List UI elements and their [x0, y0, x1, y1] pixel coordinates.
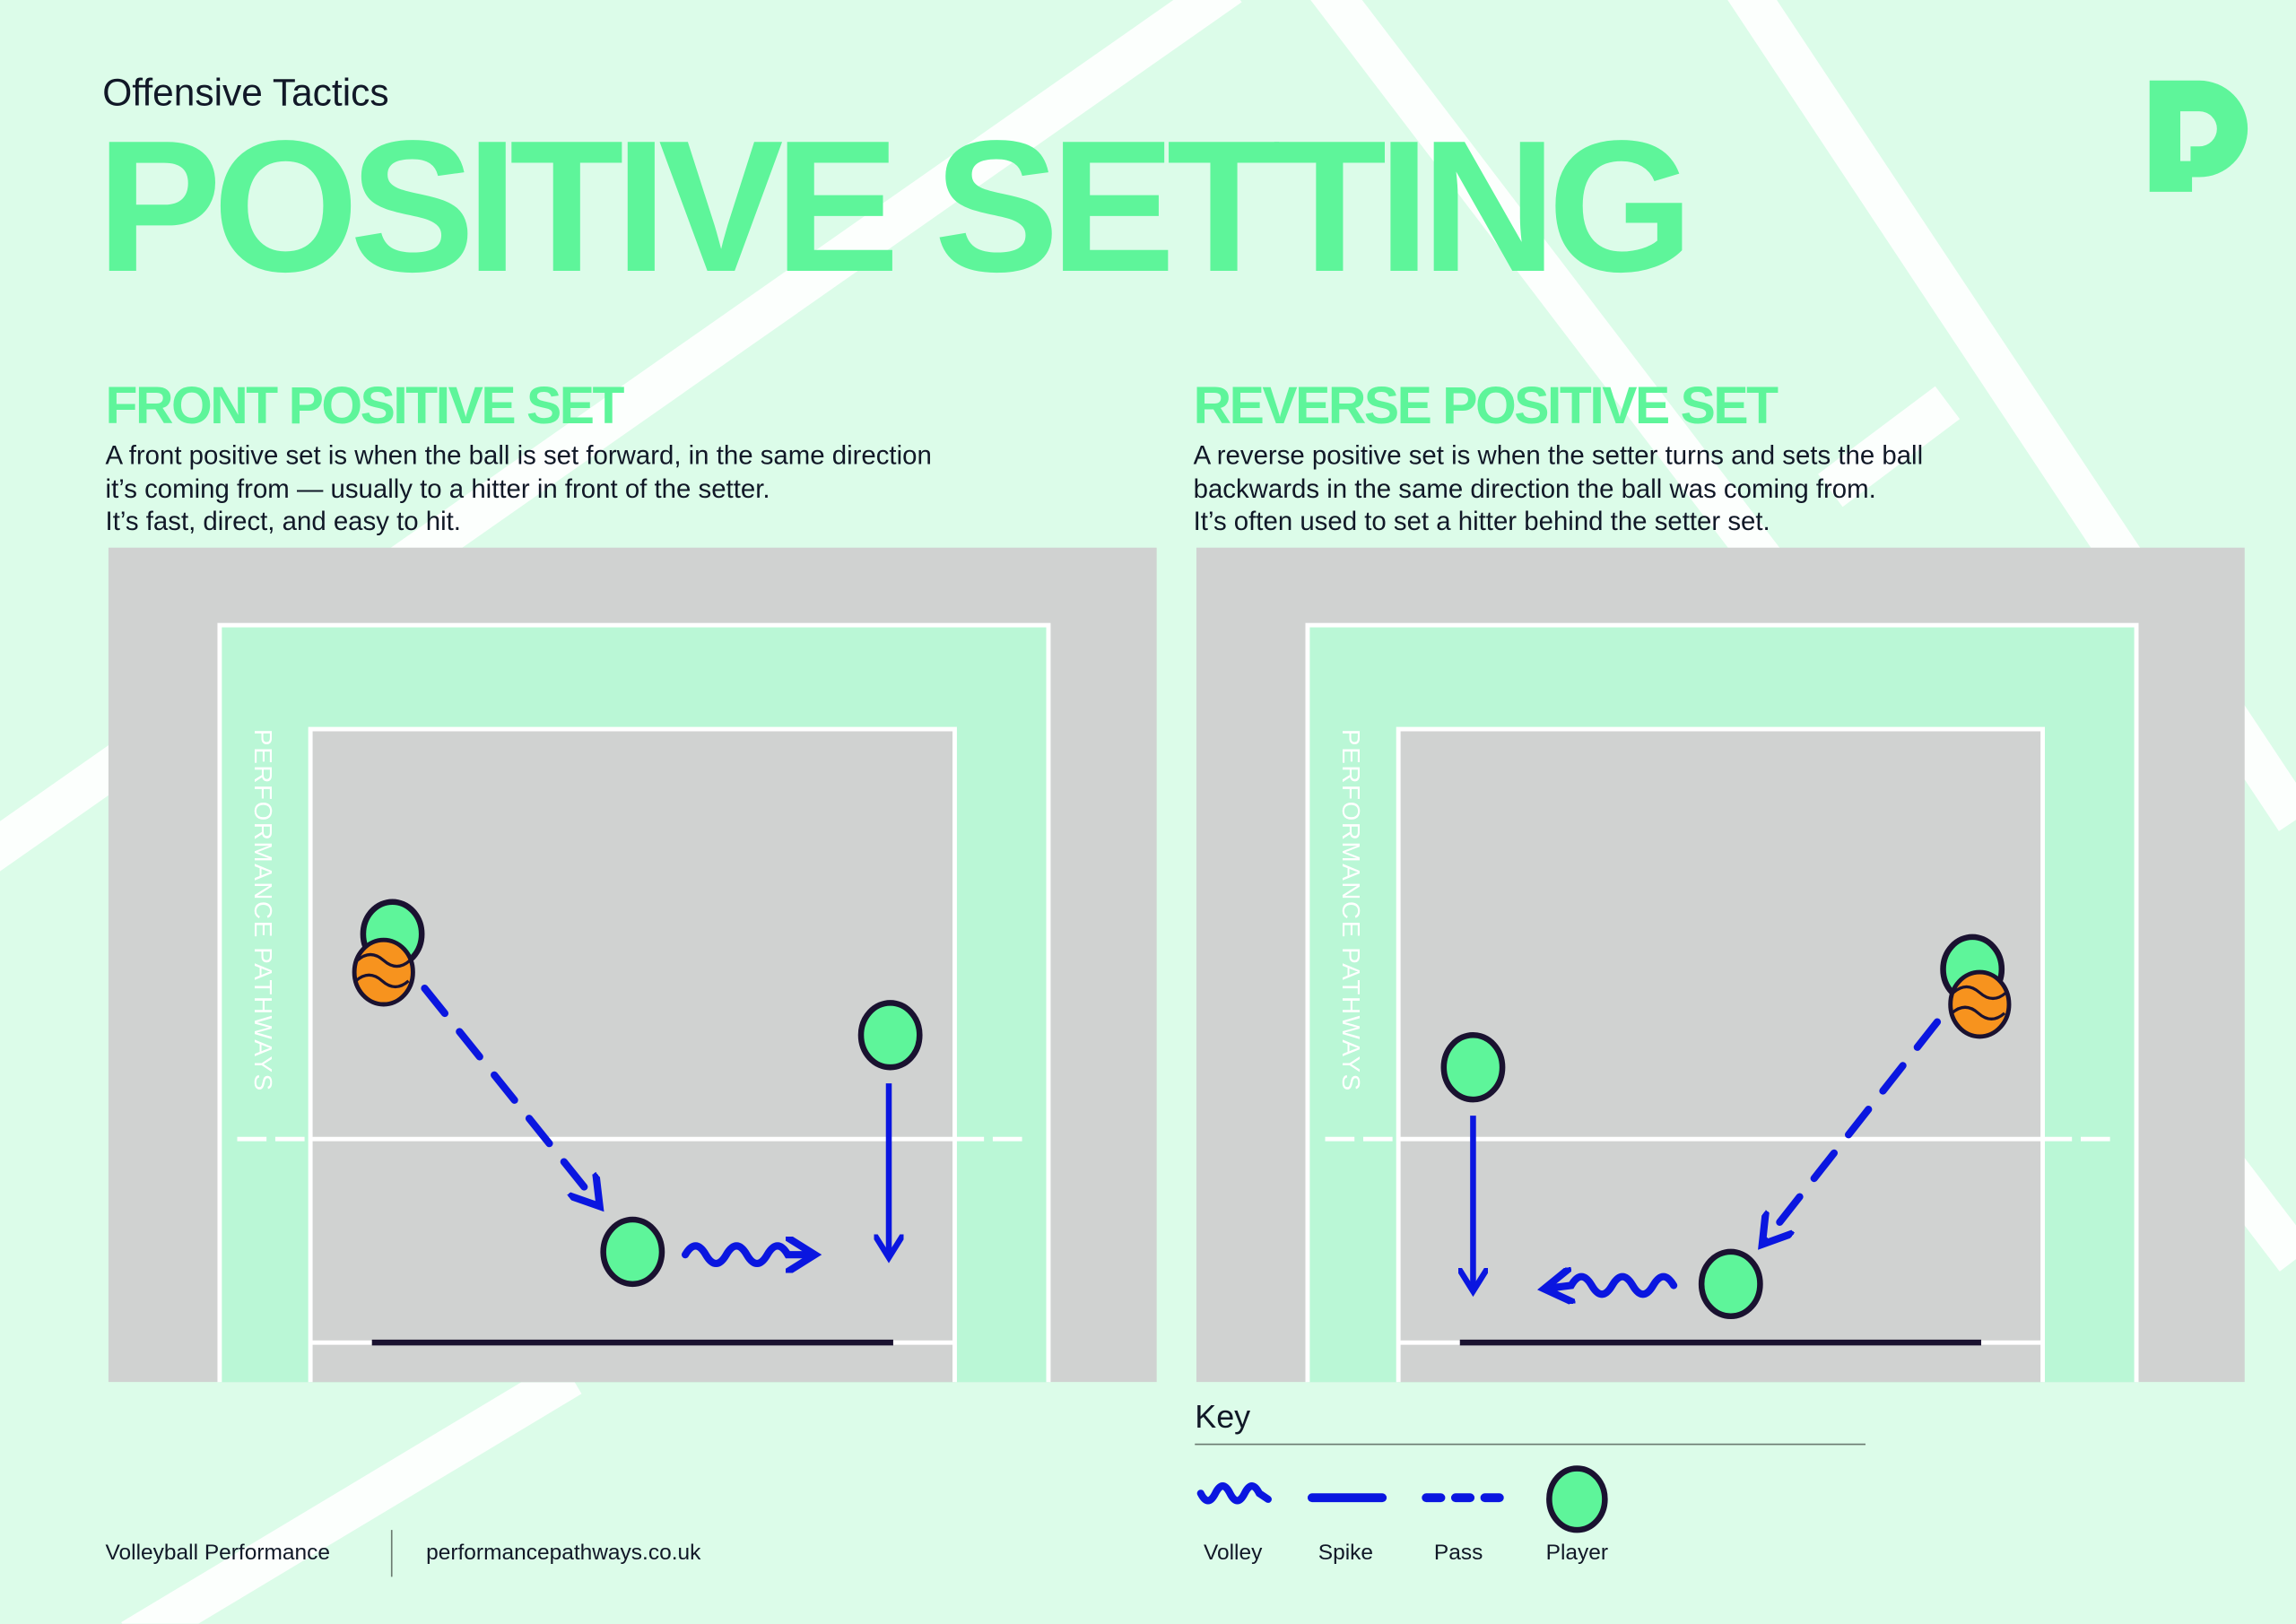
key-title: Key [1195, 1398, 1251, 1435]
key-label-player: Player [1545, 1540, 1609, 1566]
front-set-heading: FRONT POSITIVE SET [105, 374, 625, 435]
footer-divider [390, 1530, 393, 1577]
volley-icon [1196, 1482, 1272, 1505]
pass-arrow [421, 984, 597, 1203]
reverse-set-description: A reverse positive set is when the sette… [1194, 439, 2219, 538]
description-line: it’s coming from — usually to a hitter i… [105, 473, 770, 503]
court-watermark: PERFORMANCE PATHWAYS [249, 729, 277, 1092]
reverse-set-court: PERFORMANCE PATHWAYS [1196, 547, 2245, 1383]
key-symbols [1196, 1465, 1608, 1533]
description-line: backwards in the same direction the ball… [1193, 473, 1876, 503]
court-watermark: PERFORMANCE PATHWAYS [1337, 729, 1365, 1092]
description-line: A reverse positive set is when the sette… [1193, 440, 1924, 471]
page-subtitle: Offensive Tactics [102, 70, 389, 115]
description-line: It’s fast, direct, and easy to hit. [105, 506, 461, 536]
page-title: POSITIVE SETTING [96, 102, 1694, 312]
player-hitter [857, 1000, 923, 1071]
key-label-volley: Volley [1204, 1540, 1263, 1566]
ball-icon [1948, 969, 2012, 1039]
ball-icon [352, 937, 415, 1007]
description-line: A front positive set is when the ball is… [105, 440, 932, 471]
logo-icon [2149, 80, 2248, 192]
reverse-set-heading: REVERSE POSITIVE SET [1193, 374, 1779, 435]
volley-arrow [1548, 1277, 1678, 1295]
key-label-pass: Pass [1433, 1540, 1483, 1566]
key-divider [1195, 1443, 1866, 1446]
volley-arrow [681, 1246, 811, 1264]
player-receiver [600, 1216, 665, 1288]
player-icon [1546, 1465, 1608, 1533]
player-receiver [1698, 1248, 1763, 1320]
description-line: It’s often used to set a hitter behind t… [1193, 506, 1770, 536]
front-set-description: A front positive set is when the ball is… [106, 439, 1131, 538]
player-hitter [1440, 1032, 1506, 1103]
pass-arrow [1764, 1018, 1942, 1242]
footer-url-link[interactable]: performancepathways.co.uk [426, 1540, 701, 1566]
footer-brand: Volleyball Performance [105, 1540, 331, 1566]
key-label-spike: Spike [1318, 1540, 1374, 1566]
front-set-court: PERFORMANCE PATHWAYS [108, 547, 1157, 1383]
